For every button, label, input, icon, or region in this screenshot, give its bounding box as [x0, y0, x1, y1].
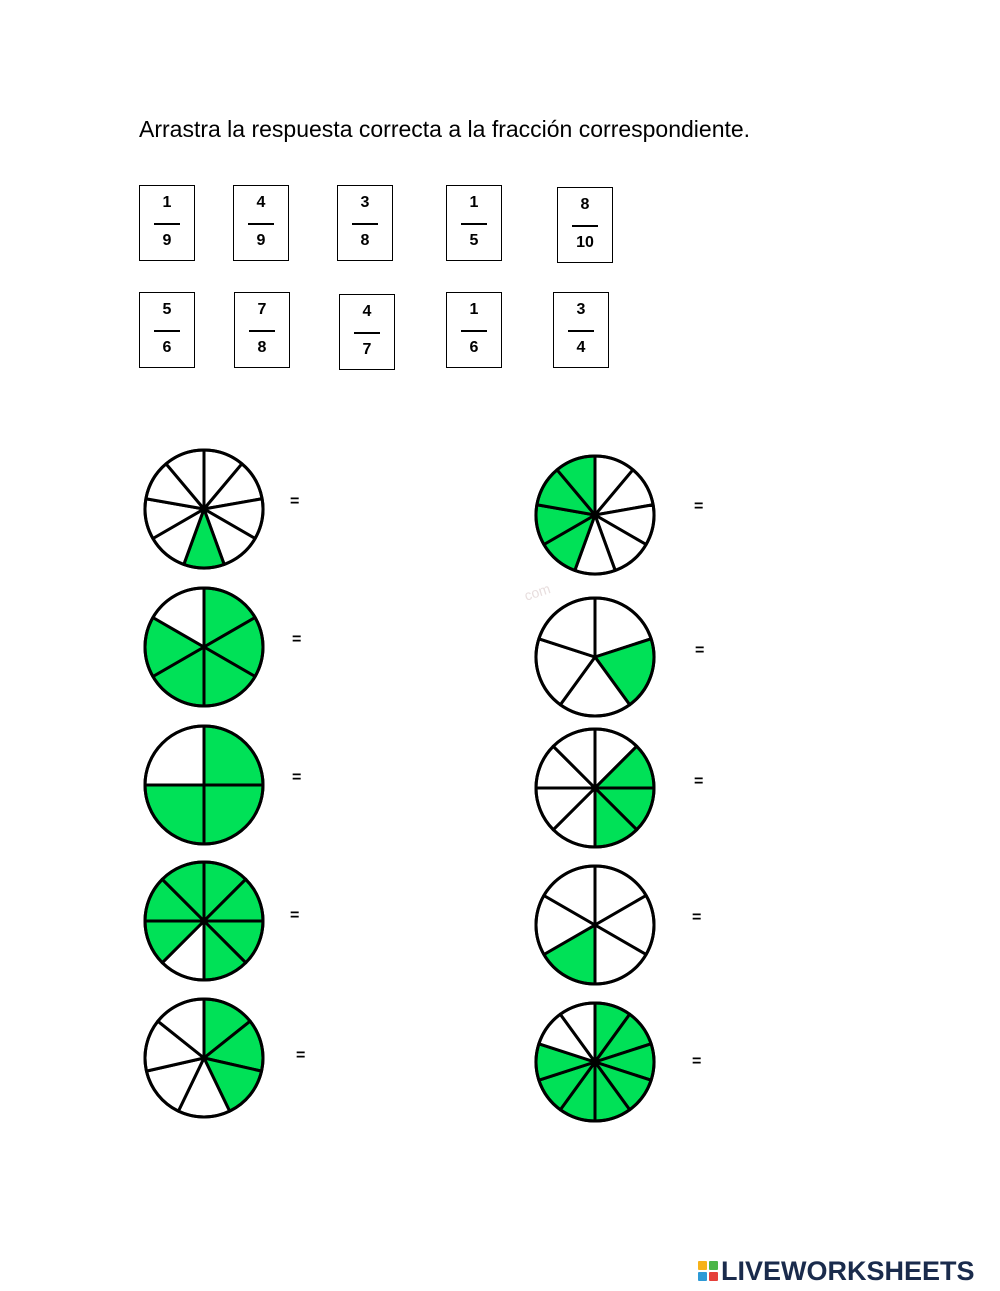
- fraction-denominator: 8: [360, 232, 370, 249]
- fraction-numerator: 3: [576, 301, 586, 318]
- fraction-bar: [154, 223, 180, 225]
- fraction-pie: [142, 723, 266, 847]
- fraction-numerator: 4: [362, 303, 372, 320]
- fraction-bar: [352, 223, 378, 225]
- fraction-bar: [461, 223, 487, 225]
- pie-outline: [534, 727, 656, 849]
- fraction-numerator: 1: [162, 194, 172, 211]
- fraction-pie: [533, 863, 657, 987]
- equals-sign: =: [290, 907, 300, 924]
- pie-outline: [143, 586, 265, 708]
- brand-text: LIVEWORKSHEETS: [721, 1255, 975, 1286]
- answer-drop-zone[interactable]: [714, 878, 784, 958]
- liveworksheets-logo: LIVEWORKSHEETS: [698, 1255, 975, 1286]
- equals-sign: =: [290, 493, 300, 510]
- pie-outline: [143, 448, 265, 570]
- fraction-bar: [461, 330, 487, 332]
- fraction-pie: [142, 585, 266, 709]
- fraction-bar: [572, 225, 598, 227]
- instructions-text: Arrastra la respuesta correcta a la frac…: [139, 116, 751, 142]
- fraction-pie: [142, 859, 266, 983]
- answer-drop-zone[interactable]: [314, 600, 384, 680]
- fraction-pie: [533, 453, 657, 577]
- pie-outline: [534, 1001, 656, 1123]
- answer-drop-zone[interactable]: [312, 462, 382, 542]
- equals-sign: =: [694, 498, 704, 515]
- answer-drop-zone[interactable]: [714, 1022, 784, 1102]
- pie-outline: [534, 864, 656, 986]
- equals-sign: =: [692, 1053, 702, 1070]
- fraction-denominator: 10: [576, 234, 594, 251]
- equals-sign: =: [296, 1047, 306, 1064]
- pie-outline: [143, 860, 265, 982]
- fraction-numerator: 4: [256, 194, 266, 211]
- fraction-denominator: 7: [362, 341, 372, 358]
- fraction-denominator: 4: [576, 339, 586, 356]
- equals-sign: =: [292, 769, 302, 786]
- answer-drop-zone[interactable]: [716, 467, 786, 547]
- pie-outline: [534, 454, 656, 576]
- fraction-pie: [142, 447, 266, 571]
- fraction-numerator: 7: [257, 301, 267, 318]
- fraction-numerator: 5: [162, 301, 172, 318]
- fraction-card[interactable]: 8 10: [557, 187, 613, 263]
- equals-sign: =: [692, 909, 702, 926]
- answer-drop-zone[interactable]: [717, 611, 787, 691]
- pie-outline: [534, 596, 656, 718]
- pie-outline: [143, 997, 265, 1119]
- fraction-bar: [248, 223, 274, 225]
- fraction-denominator: 8: [257, 339, 267, 356]
- fraction-denominator: 6: [162, 339, 172, 356]
- fraction-denominator: 6: [469, 339, 479, 356]
- fraction-bar: [154, 330, 180, 332]
- fraction-pie: [533, 595, 657, 719]
- answer-drop-zone[interactable]: [716, 742, 786, 822]
- answer-drop-zone[interactable]: [314, 738, 384, 818]
- answer-drop-zone[interactable]: [318, 1016, 388, 1096]
- pie-outline: [143, 724, 265, 846]
- brand-logo-icon: [698, 1261, 718, 1281]
- equals-sign: =: [695, 642, 705, 659]
- fraction-pie: [533, 726, 657, 850]
- fraction-denominator: 9: [162, 232, 172, 249]
- fraction-denominator: 9: [256, 232, 266, 249]
- fraction-bar: [249, 330, 275, 332]
- equals-sign: =: [292, 631, 302, 648]
- fraction-numerator: 1: [469, 301, 479, 318]
- fraction-pie: [142, 996, 266, 1120]
- fraction-bar: [354, 332, 380, 334]
- fraction-denominator: 5: [469, 232, 479, 249]
- fraction-numerator: 8: [580, 196, 590, 213]
- equals-sign: =: [694, 773, 704, 790]
- fraction-bar: [568, 330, 594, 332]
- fraction-numerator: 3: [360, 194, 370, 211]
- answer-drop-zone[interactable]: [312, 876, 382, 956]
- fraction-numerator: 1: [469, 194, 479, 211]
- fraction-pie: [533, 1000, 657, 1124]
